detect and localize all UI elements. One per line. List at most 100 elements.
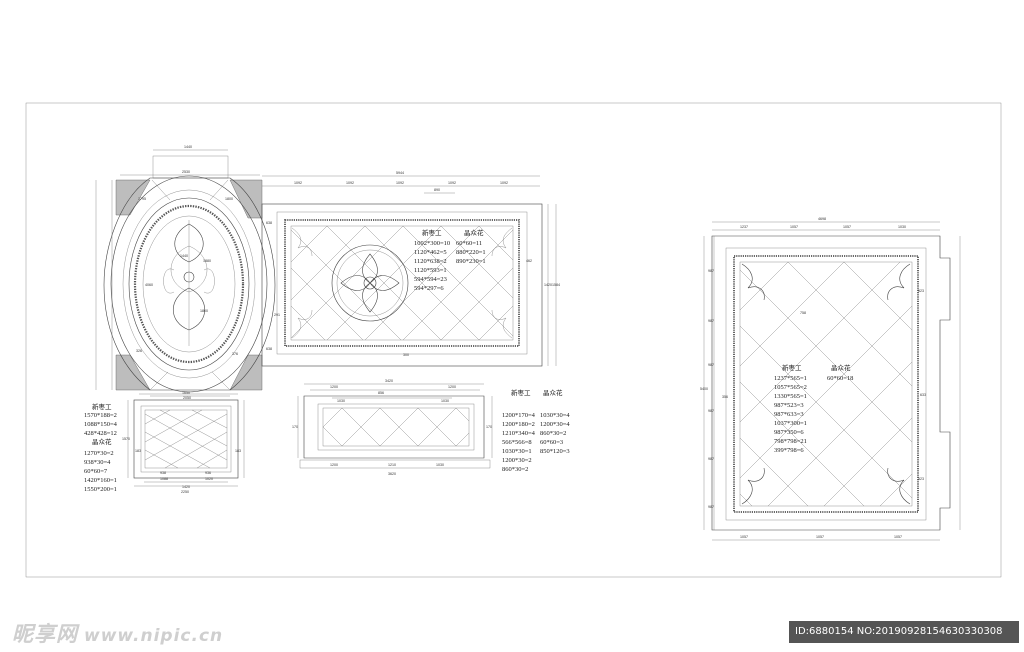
dim-label: 1650 xyxy=(182,391,190,395)
dim-label: 1200 xyxy=(330,463,338,467)
room-outer xyxy=(711,235,951,531)
dim-label: 987 xyxy=(708,457,714,461)
dim-label: 1057 xyxy=(816,535,824,539)
radial-line xyxy=(149,371,169,391)
schedule-row: 566*566=8 xyxy=(502,439,532,446)
dim-label: 2530 xyxy=(182,170,190,174)
schedule-row: 1210*340=4 xyxy=(502,430,536,437)
sheet-frame xyxy=(25,102,1002,578)
corner-ornament xyxy=(741,263,765,301)
hatched-corner xyxy=(229,354,263,391)
diamond-grid xyxy=(290,225,514,341)
schedule-row: 1200*180=2 xyxy=(502,421,535,428)
room-plan: 4698 1237 1057 1057 1030 5400 987 987 98… xyxy=(700,217,961,541)
watermark-site: www.nipic.cn xyxy=(84,626,224,646)
schedule-row: 1200*30=2 xyxy=(502,457,532,464)
dim-label: 1440 xyxy=(180,254,188,258)
ornament-medallion xyxy=(163,220,215,346)
dim-label: 1092 xyxy=(346,181,354,185)
dim-label: 300 xyxy=(403,353,409,357)
dim-label: 5944 xyxy=(396,171,404,175)
room-field xyxy=(739,261,913,507)
corridor-schedule: 新枣工 晶众花 1200*170=4 1200*180=2 1210*340=4… xyxy=(502,388,570,473)
dim-label: 1030 xyxy=(898,225,906,229)
dim-label: 1092 xyxy=(396,181,404,185)
corner-ornament xyxy=(291,309,313,339)
schedule-row: 1200*170=4 xyxy=(502,412,536,419)
dim-label: 758 xyxy=(800,311,806,315)
dim-label: 638 xyxy=(266,347,272,351)
schedule-row: 1030*30=4 xyxy=(540,412,570,419)
schedule-row: 1037*300=1 xyxy=(774,420,807,427)
room-mosaic-border xyxy=(733,255,919,513)
dim-label: 2250 xyxy=(181,490,189,494)
dim-label: 3420 xyxy=(385,379,393,383)
corridor-base xyxy=(299,459,491,469)
dim-label: 291 xyxy=(274,313,280,317)
dim-label: 462 xyxy=(526,259,532,263)
corridor-border xyxy=(317,403,475,451)
dim-label: 376 xyxy=(232,352,238,356)
schedule-row: 1330*565=1 xyxy=(774,393,807,400)
schedule-row: 798*798=21 xyxy=(774,438,807,445)
schedule-row: 594*297=6 xyxy=(414,285,444,292)
long-rect-schedule: 新枣工 晶众花 1092*300=10 1120*462=5 1120*638=… xyxy=(414,228,486,292)
dim-label: 4698 xyxy=(818,217,826,221)
schedule-row: 987*350=6 xyxy=(774,429,804,436)
dim-label: 1088 xyxy=(160,477,168,481)
schedule-heading: 晶众花 xyxy=(543,388,563,397)
schedule-row: 428*428=12 xyxy=(84,430,117,437)
dim-label: 1880 xyxy=(203,259,211,263)
radial-line xyxy=(209,179,229,201)
dim-label: 1800 xyxy=(225,197,233,201)
dim-label: 1030 xyxy=(436,463,444,467)
dim-label: 1200 xyxy=(330,385,338,389)
dim-label: 170 xyxy=(292,425,298,429)
diamond-grid xyxy=(144,409,228,469)
dim-label: 1092 xyxy=(500,181,508,185)
dim-label: 1057 xyxy=(790,225,798,229)
schedule-heading: 新枣工 xyxy=(422,228,442,237)
schedule-row: 938*30=4 xyxy=(84,459,111,466)
corner-ornament xyxy=(491,227,513,257)
oval-outer-ring xyxy=(110,175,268,393)
dim-label: 1440 xyxy=(184,145,192,149)
dim-label: 1092 xyxy=(448,181,456,185)
schedule-row: 1088*150=4 xyxy=(84,421,118,428)
dim-label: 1795 xyxy=(138,197,146,201)
small-rect-outer xyxy=(133,399,239,479)
schedule-row: 860*30=2 xyxy=(540,430,566,437)
dim-label: 326 xyxy=(136,349,142,353)
diamond-grid xyxy=(322,407,470,447)
dim-label: 1420 xyxy=(182,485,190,489)
schedule-row: 1570*188=2 xyxy=(84,412,117,419)
schedule-row: 1092*300=10 xyxy=(414,240,450,247)
dim-label: 1420 xyxy=(544,283,552,287)
dim-label: 890 xyxy=(434,188,440,192)
schedule-row: 987*523=3 xyxy=(774,402,804,409)
schedule-row: 1420*160=1 xyxy=(84,477,117,484)
dim-label: 183 xyxy=(135,449,141,453)
dim-label: 1584 xyxy=(552,283,560,287)
dim-label: 633 xyxy=(920,393,926,397)
schedule-heading: 新枣工 xyxy=(92,402,112,411)
dim-label: 1092 xyxy=(294,181,302,185)
dim-label: 1020 xyxy=(205,477,213,481)
watermark-id-bar: ID:6880154 NO:20190928154630330308 xyxy=(789,621,1019,643)
schedule-row: 1237*565=1 xyxy=(774,375,807,382)
schedule-row: 1030*30=1 xyxy=(502,448,532,455)
room-border-outer xyxy=(725,247,927,521)
dim-label: 1800 xyxy=(200,309,208,313)
dim-label: 1237 xyxy=(740,225,748,229)
schedule-row: 987*633=3 xyxy=(774,411,804,418)
dim-label: 5400 xyxy=(700,387,708,391)
long-rect-mosaic-border xyxy=(284,219,520,347)
schedule-heading: 晶众花 xyxy=(831,363,851,372)
dim-label: 987 xyxy=(708,319,714,323)
schedule-row: 850*120=3 xyxy=(540,448,570,455)
dim-label: 987 xyxy=(708,409,714,413)
central-medallion xyxy=(331,244,409,322)
corner-ornament xyxy=(491,309,513,339)
schedule-row: 890*230=1 xyxy=(456,258,486,265)
